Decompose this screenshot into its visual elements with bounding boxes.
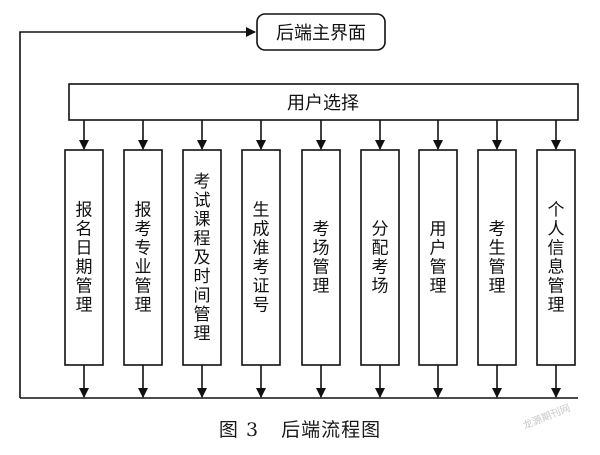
module-column: 生成准考证号: [241, 120, 281, 398]
module-label: 个人信息管理: [548, 201, 565, 316]
module-column: 个人信息管理: [536, 120, 576, 398]
user-selection-label: 用户选择: [287, 93, 359, 114]
module-box: [64, 149, 104, 366]
feedback-loop-line: [19, 27, 256, 398]
module-column: 报名日期管理: [64, 120, 104, 398]
module-label: 生成准考证号: [253, 201, 270, 316]
figure-title: 后端流程图: [281, 419, 382, 441]
module-box: [360, 149, 400, 366]
module-label: 报考专业管理: [135, 201, 152, 316]
module-label: 分配考场: [372, 220, 389, 297]
module-column: 考试课程及时间管理: [182, 120, 222, 398]
module-label: 考生管理: [489, 220, 506, 297]
user-selection-bar: [68, 83, 579, 121]
module-column: 用户管理: [418, 120, 458, 398]
figure-number: 图 3: [218, 419, 260, 441]
top-node-box: [256, 13, 386, 51]
module-label: 用户管理: [430, 220, 447, 297]
module-label: 考场管理: [313, 220, 330, 297]
figure-caption: 图 3 后端流程图: [0, 415, 600, 442]
module-column: 分配考场: [360, 120, 400, 398]
module-box: [477, 149, 517, 366]
module-column: 报考专业管理: [123, 120, 163, 398]
module-box: [536, 149, 576, 366]
module-box: [418, 149, 458, 366]
module-boxes: 报名日期管理 报考专业管理 考试课程及时间管理 生成准考证号 考场管理 分配考场 用户管理 考…: [64, 120, 576, 398]
module-column: 考生管理: [477, 120, 517, 398]
module-box: [301, 149, 341, 366]
module-label: 报名日期管理: [76, 201, 93, 316]
top-node-label: 后端主界面: [276, 23, 366, 44]
module-column: 考场管理: [301, 120, 341, 398]
module-label: 考试课程及时间管理: [194, 172, 211, 344]
module-box: [123, 149, 163, 366]
module-box: [182, 149, 222, 366]
